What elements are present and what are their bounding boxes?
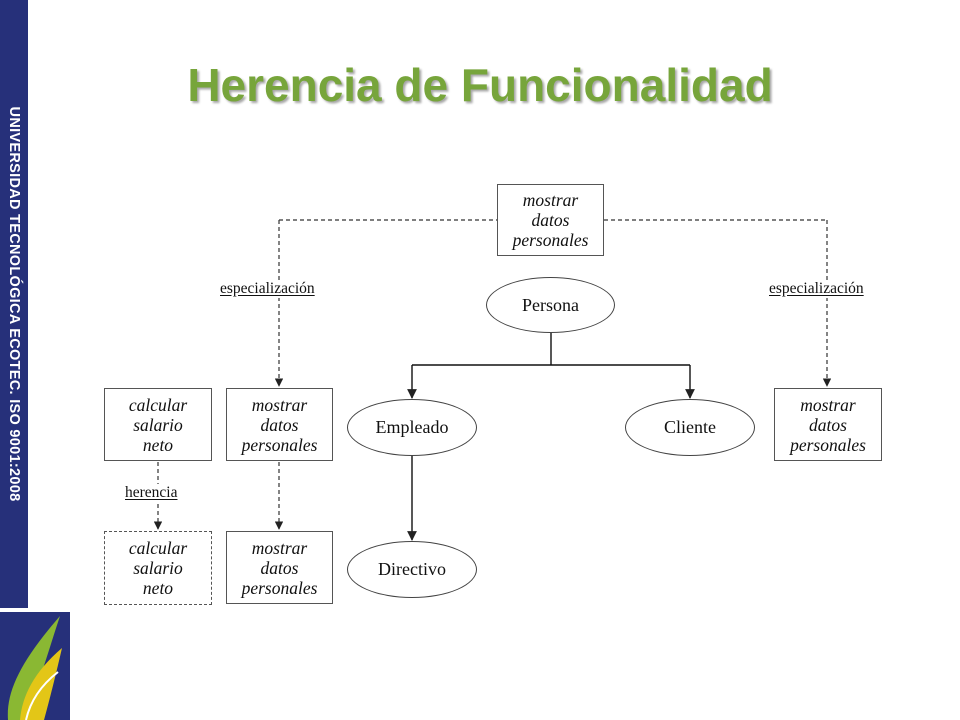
label-especializacion-left: especialización <box>218 280 317 298</box>
box-right-mostrar-datos: mostrar datos personales <box>774 388 882 461</box>
box-left-bottom-mostrar-datos: mostrar datos personales <box>226 531 333 604</box>
node-empleado: Empleado <box>347 399 477 456</box>
sidebar-band: UNIVERSIDAD TECNOLÓGICA ECOTEC. ISO 9001… <box>0 0 28 608</box>
page-title: Herencia de Funcionalidad <box>187 59 773 111</box>
box-top-mostrar-datos: mostrar datos personales <box>497 184 604 256</box>
node-cliente: Cliente <box>625 399 755 456</box>
box-calcular-salario-top: calcular salario neto <box>104 388 212 461</box>
label-herencia: herencia <box>123 484 180 502</box>
box-left-mostrar-datos: mostrar datos personales <box>226 388 333 461</box>
node-directivo: Directivo <box>347 541 477 598</box>
node-persona: Persona <box>486 277 615 333</box>
label-especializacion-right: especialización <box>767 280 866 298</box>
ecotec-logo <box>0 612 70 720</box>
box-calcular-salario-bottom: calcular salario neto <box>104 531 212 605</box>
